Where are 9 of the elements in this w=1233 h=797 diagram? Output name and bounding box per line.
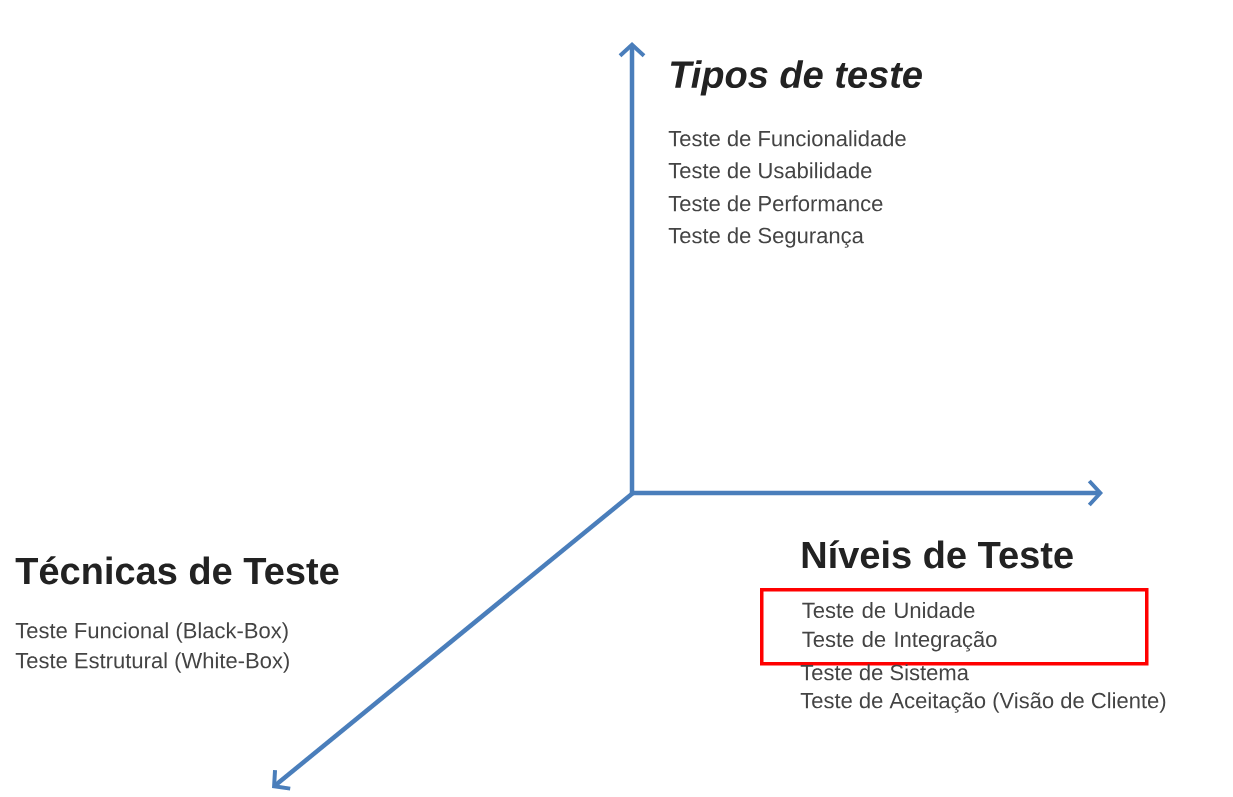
list-item: Teste Estrutural (White-Box) <box>15 652 289 673</box>
heading: Técnicas de Teste <box>15 556 339 585</box>
heading: Tipos de teste <box>670 60 922 96</box>
list-item: Teste de Performance <box>668 195 883 212</box>
list-item: Teste de Funcionalidade <box>668 130 906 147</box>
list-item: Teste de Usabilidade <box>668 162 872 179</box>
list-item: Teste Funcional (Black-Box) <box>15 622 288 643</box>
list-item: Teste de Aceitação (Visão de Cliente) <box>800 692 1166 713</box>
list-item: Teste de Segurança <box>668 227 864 248</box>
